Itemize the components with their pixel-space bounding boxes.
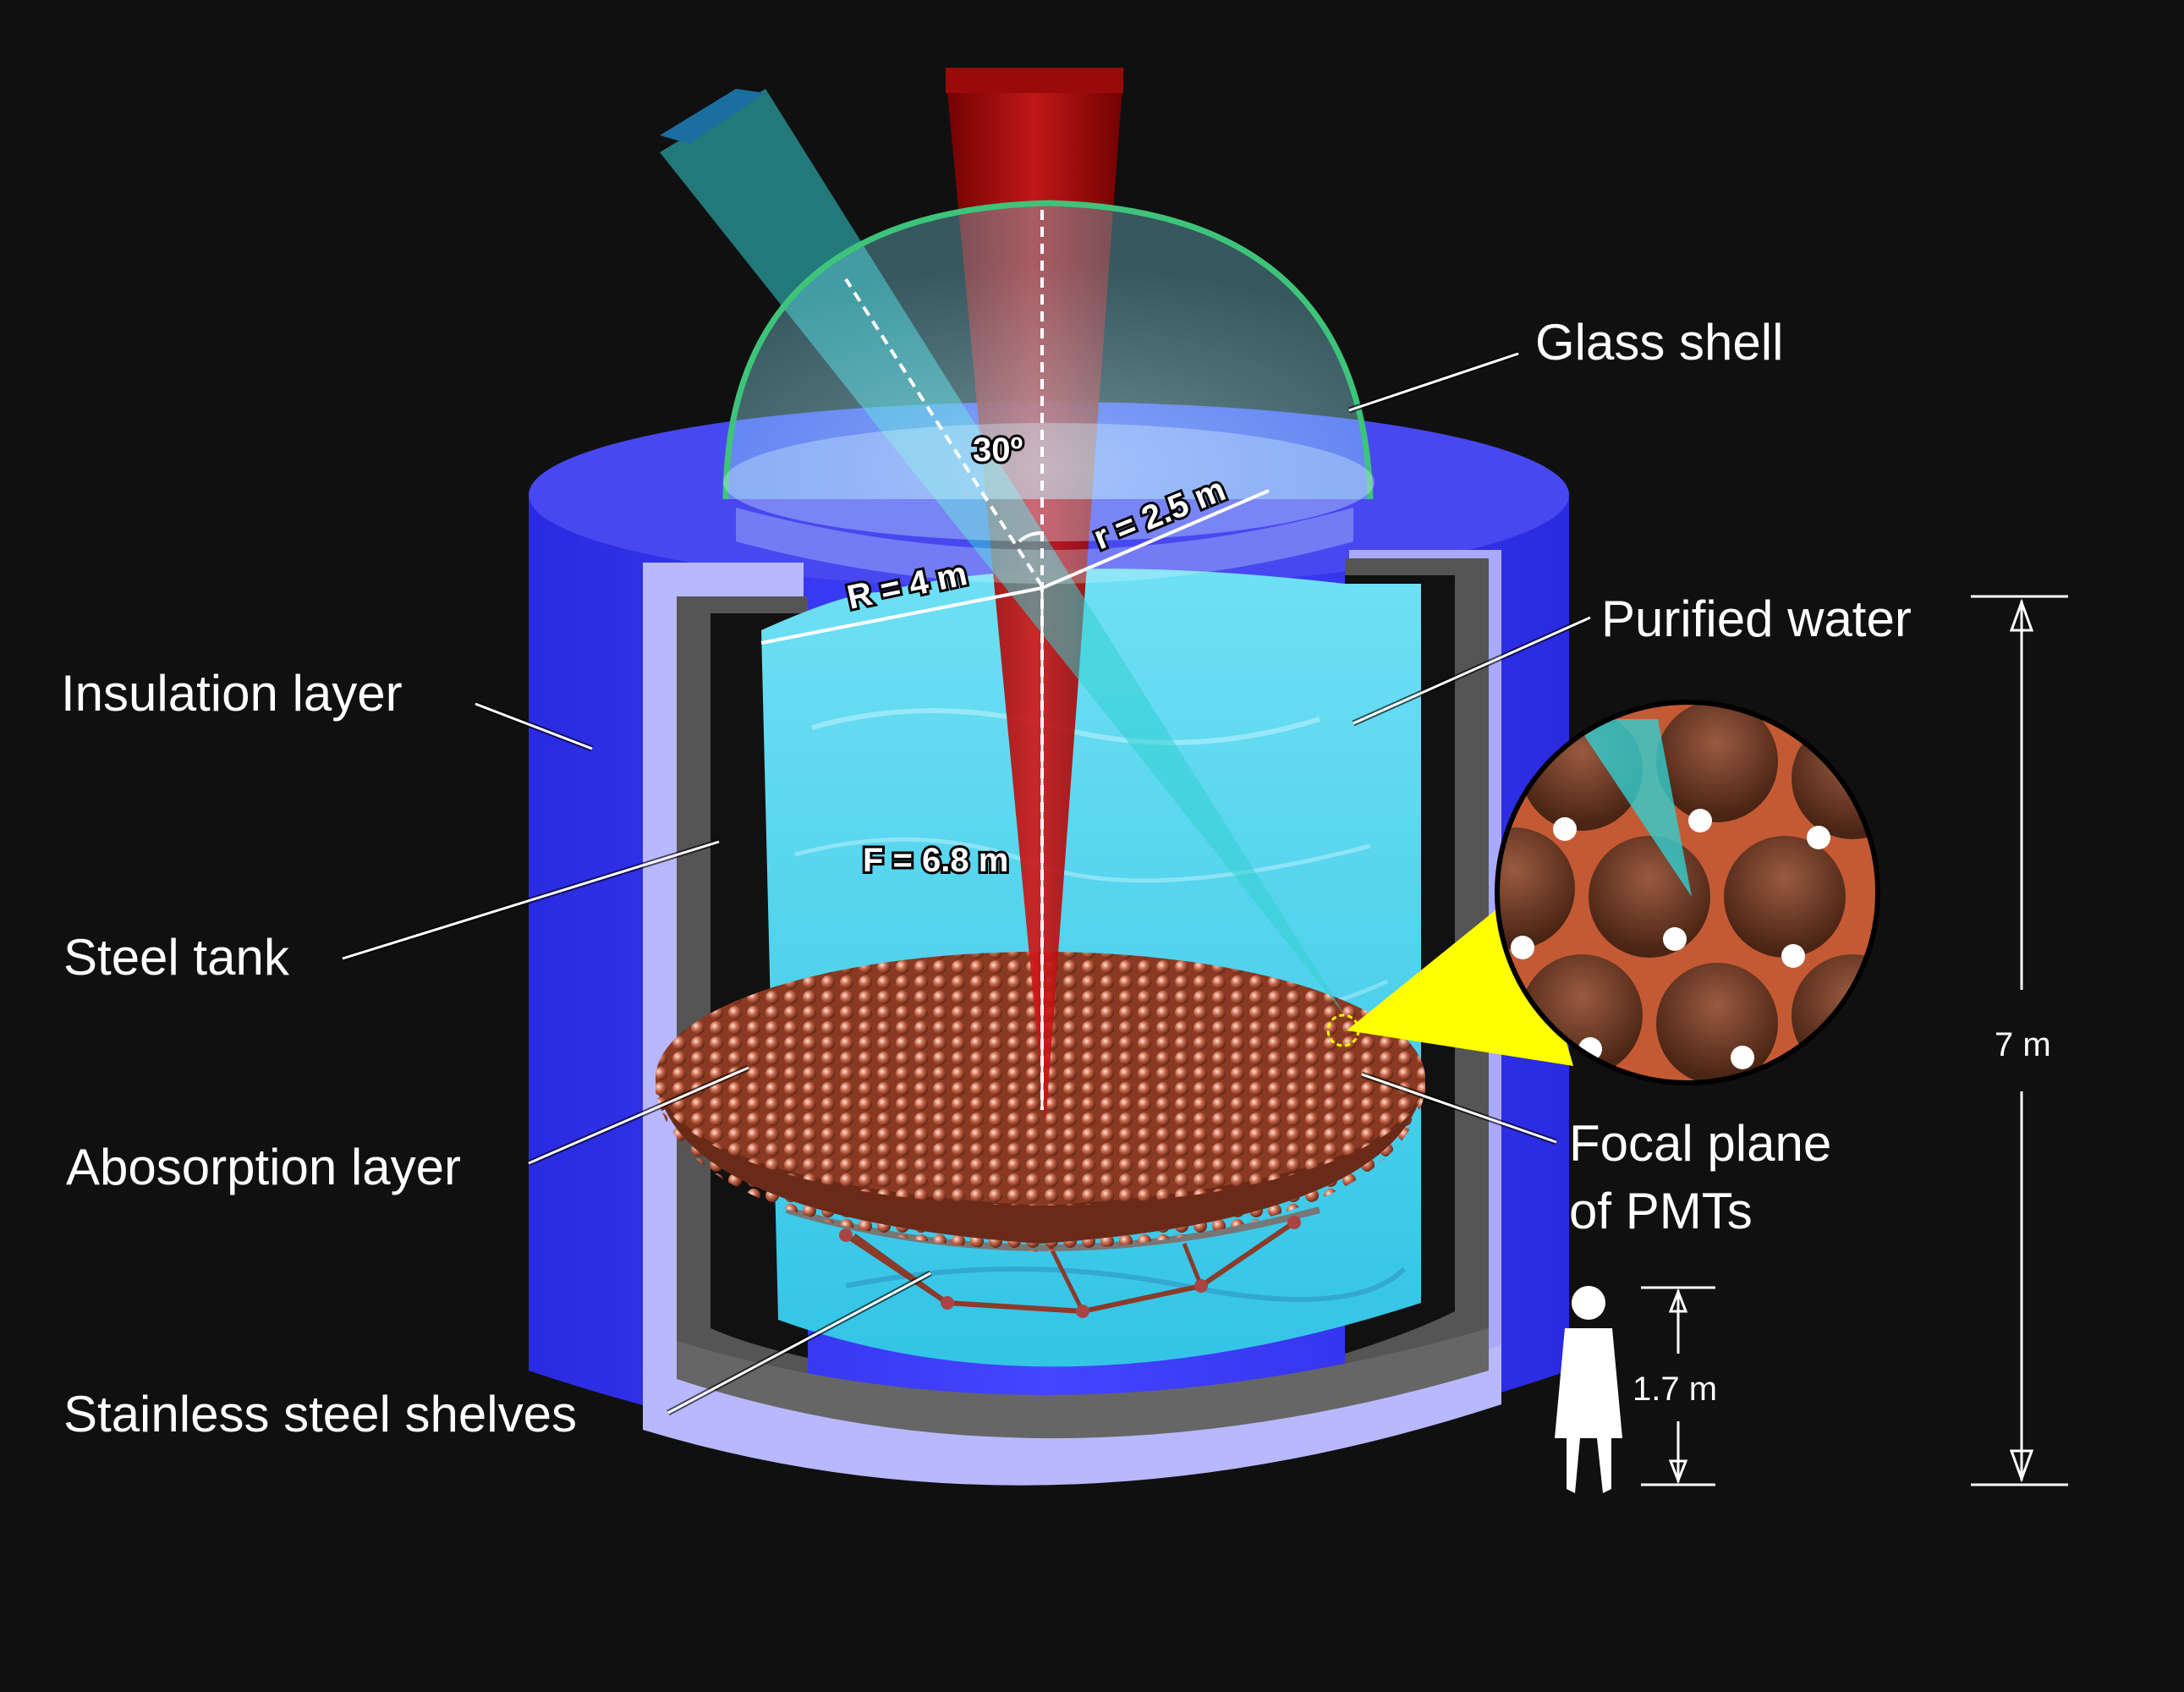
- geometry-lines: [760, 210, 1270, 1110]
- geometry-labels: 30º R = 4 m r = 2.5 m F = 6.8 m: [842, 429, 1233, 882]
- steel-tank-label: Steel tank: [63, 929, 290, 986]
- angle-label: 30º: [973, 431, 1023, 469]
- person-height-label: 1.7 m: [1633, 1371, 1717, 1408]
- person-height-dimension: 1.7 m: [1633, 1286, 1717, 1486]
- absorption-layer-label: Abosorption layer: [66, 1139, 461, 1195]
- leader-lines: [341, 350, 1592, 1416]
- stainless-shelves-label: Stainless steel shelves: [63, 1386, 577, 1442]
- focal-length-label: F = 6.8 m: [863, 842, 1008, 879]
- insulation-layer-label: Insulation layer: [61, 665, 403, 722]
- person-silhouette-icon: [1555, 1286, 1622, 1493]
- height-label: 7 m: [1995, 1026, 2051, 1063]
- purified-water-label: Purified water: [1601, 591, 1912, 647]
- glass-shell-label: Glass shell: [1535, 314, 1783, 371]
- glass-shell: [722, 200, 1375, 584]
- focal-plane-label-line2: of PMTs: [1569, 1183, 1753, 1239]
- height-dimension: 7 m: [1971, 595, 2068, 1486]
- focal-plane-label-line1: Focal plane: [1569, 1115, 1831, 1172]
